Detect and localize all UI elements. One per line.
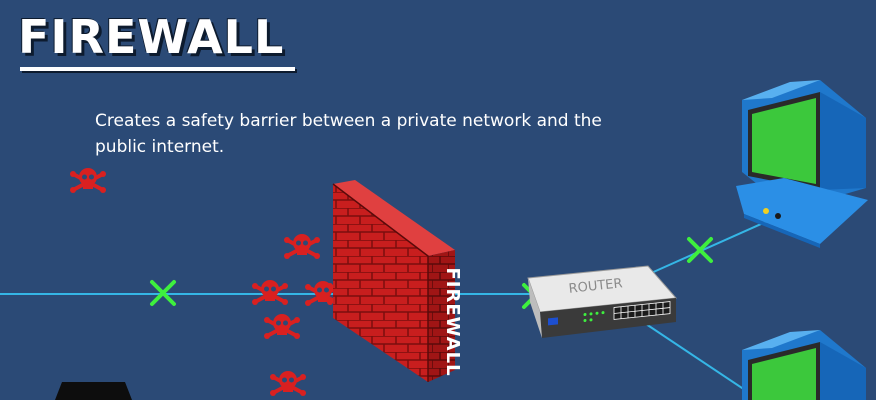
- title-underline: [20, 67, 295, 71]
- skull-crossbones-icon: [268, 369, 308, 398]
- computer-icon: [736, 80, 868, 248]
- skull-crossbones-icon: [68, 166, 108, 195]
- dark-device-shape: [55, 382, 132, 400]
- brick-wall-icon: [332, 180, 455, 382]
- router-icon: [527, 265, 678, 338]
- wall-label: FIREWALL: [442, 267, 463, 376]
- page-title: FIREWALL: [18, 10, 285, 64]
- router-label: ROUTER: [568, 276, 623, 297]
- skull-crossbones-icon: [282, 232, 322, 261]
- skull-crossbones-icon: [250, 278, 290, 307]
- router-pc2-link-line: [639, 319, 761, 400]
- computer-icon: [742, 330, 866, 400]
- blocked-x-icon: [687, 237, 713, 263]
- router-pc1-link-line: [639, 219, 771, 279]
- skull-crossbones-icon: [262, 312, 302, 341]
- description-text: Creates a safety barrier between a priva…: [95, 111, 602, 157]
